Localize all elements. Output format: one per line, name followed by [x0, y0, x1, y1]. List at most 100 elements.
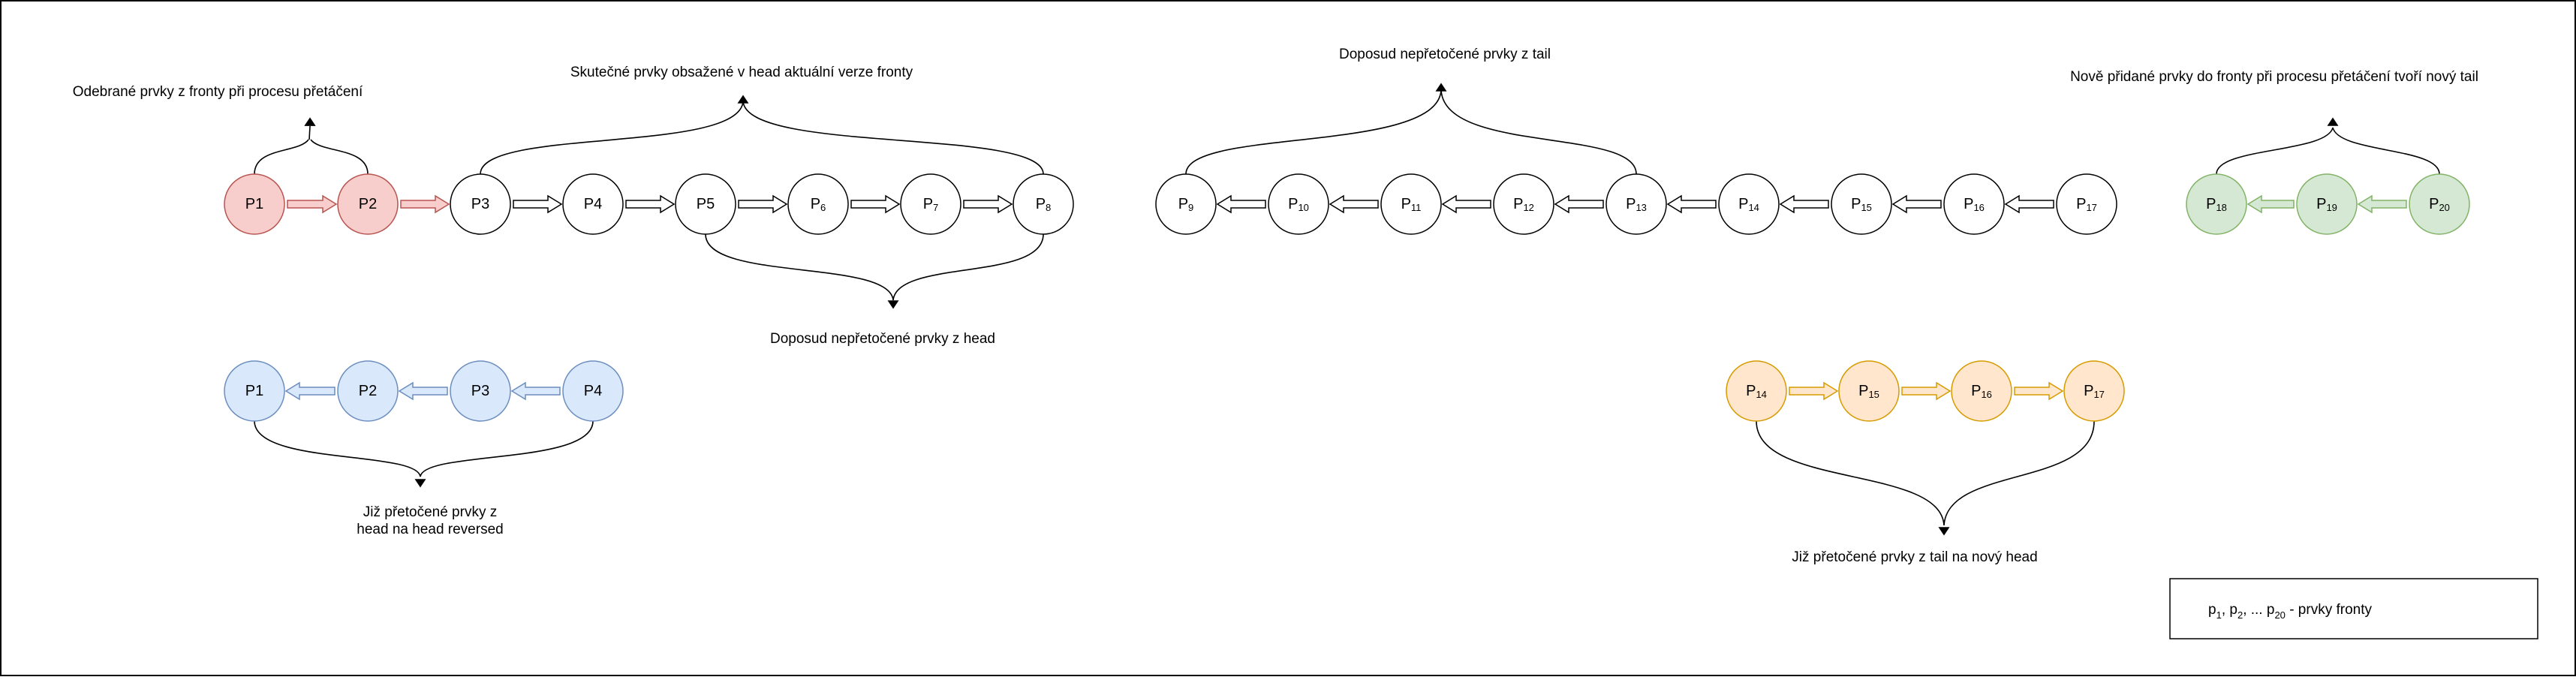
node-label: P17: [2084, 383, 2105, 400]
brace-removed-stem: [308, 125, 311, 140]
node-circle: [450, 173, 511, 235]
node-label: P15: [1858, 383, 1879, 400]
head_row-node: P6: [787, 173, 849, 235]
tail_row-node: P14: [1718, 173, 1780, 235]
node-circle: [2056, 173, 2117, 235]
node-label: P19: [2316, 196, 2337, 213]
legend-sep2: , ...: [2243, 602, 2267, 618]
node-label: P3: [471, 383, 489, 399]
node-circle: [1155, 173, 1217, 235]
brace-head-pending: [705, 233, 1044, 301]
node-label: P1: [245, 196, 263, 212]
node-circle: [787, 173, 849, 235]
node-circle: [1831, 173, 1892, 235]
legend-p2-sub: 2: [2237, 609, 2243, 621]
node-circle: [337, 173, 399, 235]
legend-p20-sub: 20: [2274, 609, 2285, 621]
node-label: P8: [1036, 196, 1052, 213]
tail_row-arrow-4: [1554, 194, 1604, 214]
node-label: P2: [359, 196, 377, 212]
head_reversed_row-arrow-1: [284, 381, 336, 401]
caption-head-reversed-1: Již přetočené prvky z: [363, 504, 497, 520]
node-circle: [1718, 173, 1780, 235]
arrows-layer: [284, 194, 2407, 401]
node-circle: [2063, 360, 2125, 422]
node-label: P4: [584, 383, 602, 399]
node-circle: [2296, 173, 2358, 235]
legend-description: - prvky fronty: [2286, 602, 2373, 618]
new_tail_row-arrow-1: [2246, 194, 2295, 214]
node-circle: [2409, 173, 2470, 235]
node-label: P10: [1288, 196, 1309, 213]
head_row-arrow-1: [287, 194, 338, 214]
node-label: P14: [1738, 196, 1759, 213]
head_row-arrow-2: [400, 194, 450, 214]
tail_row-node: P12: [1493, 173, 1554, 235]
head_row-node: P5: [675, 173, 736, 235]
head_row-arrow-4: [625, 194, 676, 214]
node-label: P2: [359, 383, 377, 399]
tail_row-node: P10: [1268, 173, 1329, 235]
tail_row-arrow-7: [1891, 194, 1942, 214]
new_head_row-node: P15: [1838, 360, 1900, 422]
node-label: P16: [1964, 196, 1985, 213]
node-label: P17: [2076, 196, 2097, 213]
head_row-node: P1: [224, 173, 285, 235]
tail_row-node: P15: [1831, 173, 1892, 235]
brace-head-actual-tip: [737, 95, 749, 104]
legend-text: p1, p2, ... p20 - prvky fronty: [2208, 602, 2372, 621]
head_row-node: P7: [900, 173, 961, 235]
head_row-node: P4: [562, 173, 624, 235]
head_reversed_row-arrow-3: [510, 381, 561, 401]
node-label: P12: [1513, 196, 1534, 213]
node-label: P4: [584, 196, 602, 212]
head_reversed_row-arrow-2: [398, 381, 448, 401]
head_reversed_row-node: P3: [450, 360, 511, 422]
caption-tail-pending: Doposud nepřetočené prvky z tail: [1339, 47, 1551, 62]
head_reversed_row-node: P2: [337, 360, 399, 422]
node-label: P20: [2429, 196, 2450, 213]
node-circle: [337, 360, 399, 422]
caption-head-actual: Skutečné prvky obsažené v head aktuální …: [570, 65, 913, 80]
node-circle: [1951, 360, 2012, 422]
new_head_row-arrow-1: [1789, 381, 1839, 401]
new_head_row-node: P14: [1726, 360, 1787, 422]
node-label: P6: [811, 196, 826, 213]
head_row-arrow-3: [513, 194, 563, 214]
head_row-arrow-5: [738, 194, 788, 214]
node-circle: [1013, 173, 1074, 235]
node-circle: [1268, 173, 1329, 235]
node-circle: [675, 173, 736, 235]
tail_row-node: P11: [1380, 173, 1442, 235]
node-label: P18: [2206, 196, 2227, 213]
node-circle: [224, 360, 285, 422]
tail_row-node: P9: [1155, 173, 1217, 235]
head_row-arrow-6: [850, 194, 901, 214]
node-circle: [1943, 173, 2005, 235]
legend-p2: p: [2229, 602, 2237, 618]
caption-removed: Odebrané prvky z fronty při procesu přet…: [73, 84, 363, 100]
braces-layer: [254, 83, 2440, 536]
node-circle: [1493, 173, 1554, 235]
new_tail_row-node: P18: [2186, 173, 2247, 235]
node-circle: [224, 173, 285, 235]
legend-box: p1, p2, ... p20 - prvky fronty: [2169, 578, 2538, 639]
node-label: P7: [923, 196, 939, 213]
brace-tail-to-head: [1756, 420, 2095, 526]
legend-p1-sub: 1: [2216, 609, 2222, 621]
head_reversed_row-node: P1: [224, 360, 285, 422]
caption-head-reversed-2: head na head reversed: [357, 522, 503, 537]
tail_row-arrow-3: [1441, 194, 1491, 214]
tail_row-node: P17: [2056, 173, 2117, 235]
new_head_row-node: P17: [2063, 360, 2125, 422]
brace-removed-stem-tip: [304, 117, 316, 126]
head_row-node: P3: [450, 173, 511, 235]
brace-head-reversed: [254, 420, 594, 477]
brace-tail-pending: [1185, 89, 1637, 175]
new_head_row-arrow-2: [1901, 381, 1952, 401]
brace-new-tail-tip: [2327, 117, 2339, 126]
node-label: P5: [697, 196, 715, 212]
node-circle: [1838, 360, 1900, 422]
